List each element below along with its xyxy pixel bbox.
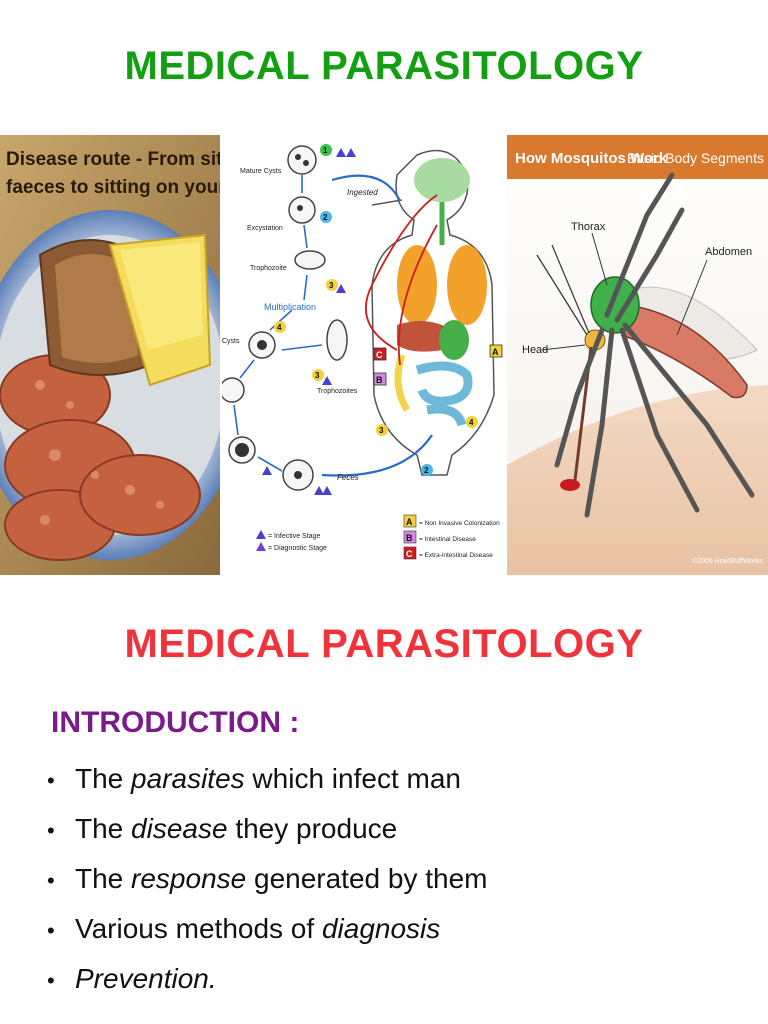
- mosquito-header-bold: How Mosquitos Work: [515, 150, 668, 167]
- food-caption-line2: faeces to sitting on your food !!: [6, 177, 220, 198]
- step-marker: 4: [277, 323, 282, 332]
- label-mature-cysts: Mature Cysts: [240, 168, 282, 175]
- bullet-item: •Prevention.: [47, 963, 217, 994]
- label-multiplication: Multiplication: [264, 302, 316, 312]
- box-b: B: [376, 375, 383, 385]
- introduction-heading: INTRODUCTION :: [51, 706, 300, 739]
- legend-text-a: = Non Invasive Colonization: [419, 520, 500, 527]
- mosquito-header-regular: Basic Body Segments: [627, 150, 764, 166]
- legend-box-c: C: [406, 549, 413, 559]
- step-marker: 1: [323, 146, 328, 155]
- bullet-item: •The parasites which infect man: [47, 763, 461, 794]
- lifecycle-diagram: Ingested Feces: [222, 135, 505, 575]
- legend-diagnostic: = Diagnostic Stage: [268, 545, 327, 552]
- label-thorax: Thorax: [571, 221, 606, 233]
- legend-box-b: B: [406, 533, 413, 543]
- step-marker: 3: [379, 426, 384, 435]
- label-trophozoites: Trophozoites: [317, 388, 358, 395]
- label-feces: Feces: [337, 473, 359, 482]
- slide-title-bottom: MEDICAL PARASITOLOGY: [124, 622, 644, 666]
- box-a: A: [492, 347, 499, 357]
- food-caption-line1: Disease route - From sitting on: [6, 149, 220, 170]
- slide-title-top: MEDICAL PARASITOLOGY: [124, 44, 644, 88]
- label-abdomen: Abdomen: [705, 246, 752, 258]
- bullet-item: •The response generated by them: [47, 863, 488, 894]
- label-excystation: Excystation: [247, 225, 283, 232]
- step-marker: 2: [424, 466, 429, 475]
- label-cysts: Cysts: [222, 338, 240, 345]
- legend-box-a: A: [406, 517, 413, 527]
- label-trophozoite: Trophozoite: [250, 265, 287, 272]
- mosquito-copyright: ©2006 HowStuffWorks: [692, 557, 763, 565]
- introduction-bullet-list: •The parasites which infect man •The dis…: [47, 754, 488, 1004]
- step-marker: 3: [315, 371, 320, 380]
- step-marker: 2: [323, 213, 328, 222]
- bullet-item: •The disease they produce: [47, 813, 398, 844]
- legend-infective: = Infective Stage: [268, 533, 320, 540]
- step-marker: 4: [469, 418, 474, 427]
- mosquito-illustration: How Mosquitos Work Basic Body Segments: [507, 135, 768, 575]
- image-strip: Disease route - From sitting on faeces t…: [0, 135, 768, 575]
- label-ingested: Ingested: [347, 188, 378, 197]
- step-marker: 3: [329, 281, 334, 290]
- bullet-item: •Various methods of diagnosis: [47, 913, 441, 944]
- label-head: Head: [522, 344, 548, 356]
- food-photo: Disease route - From sitting on faeces t…: [0, 135, 220, 575]
- legend-text-c: = Extra-intestinal Disease: [419, 552, 493, 559]
- box-c: C: [376, 350, 383, 360]
- legend-text-b: = Intestinal Disease: [419, 536, 476, 543]
